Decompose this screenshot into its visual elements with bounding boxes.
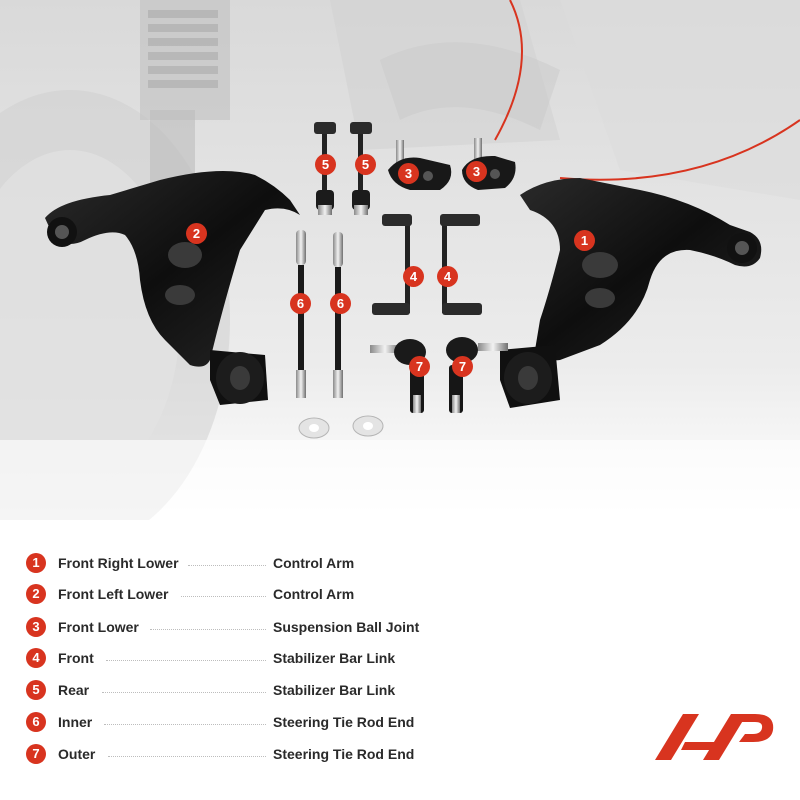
legend-dotted-line [188, 565, 266, 566]
badge-part-3-right: 3 [466, 161, 487, 182]
badge-part-4-left: 4 [403, 266, 424, 287]
legend-number-badge: 3 [26, 617, 46, 637]
legend-dotted-line [108, 756, 266, 757]
front-stabilizer-links [372, 214, 482, 315]
legend-number-badge: 5 [26, 680, 46, 700]
badge-part-6-left: 6 [290, 293, 311, 314]
legend-item: 2 Front Left Lower Control Arm [26, 583, 446, 607]
badge-part-5-right: 5 [355, 154, 376, 175]
badge-part-5-left: 5 [315, 154, 336, 175]
legend-number-badge: 6 [26, 712, 46, 732]
legend-position: Front Lower [58, 619, 139, 635]
badge-part-1: 1 [574, 230, 595, 251]
legend-dotted-line [106, 660, 266, 661]
legend-position: Front [58, 650, 94, 666]
legend-part-name: Steering Tie Rod End [273, 714, 415, 730]
legend-position: Outer [58, 746, 96, 762]
legend-item: 7 Outer Steering Tie Rod End [26, 743, 446, 767]
legend-dotted-line [150, 629, 266, 630]
legend-part-name: Suspension Ball Joint [273, 619, 420, 635]
legend-number-badge: 2 [26, 584, 46, 604]
legend-part-name: Stabilizer Bar Link [273, 682, 396, 698]
legend-position: Front Left Lower [58, 586, 169, 602]
badge-part-6-right: 6 [330, 293, 351, 314]
badge-part-3-left: 3 [398, 163, 419, 184]
legend-position: Rear [58, 682, 90, 698]
legend-item: 4 Front Stabilizer Bar Link [26, 647, 446, 671]
legend-item: 1 Front Right Lower Control Arm [26, 552, 446, 576]
legend-number-badge: 4 [26, 648, 46, 668]
legend-part-name: Stabilizer Bar Link [273, 650, 396, 666]
legend-dotted-line [104, 724, 266, 725]
legend-number-badge: 1 [26, 553, 46, 573]
inner-tie-rods [296, 230, 384, 439]
legend-item: 5 Rear Stabilizer Bar Link [26, 679, 446, 703]
parts-scene [0, 0, 800, 520]
legend-item: 6 Inner Steering Tie Rod End [26, 711, 446, 735]
badge-part-7-right: 7 [452, 356, 473, 377]
brand-logo [655, 714, 774, 760]
legend-dotted-line [102, 692, 266, 693]
legend-item: 3 Front Lower Suspension Ball Joint [26, 616, 446, 640]
left-control-arm [45, 171, 300, 405]
legend-part-name: Steering Tie Rod End [273, 746, 415, 762]
badge-part-7-left: 7 [409, 356, 430, 377]
legend-position: Inner [58, 714, 93, 730]
outer-tie-rod-ends [370, 337, 508, 413]
right-control-arm [500, 178, 762, 408]
background-photo [0, 0, 800, 520]
legend-number-badge: 7 [26, 744, 46, 764]
legend-dotted-line [181, 596, 266, 597]
badge-part-2: 2 [186, 223, 207, 244]
badge-part-4-right: 4 [437, 266, 458, 287]
legend-part-name: Control Arm [273, 586, 355, 602]
legend-position: Front Right Lower [58, 555, 179, 571]
legend-part-name: Control Arm [273, 555, 355, 571]
